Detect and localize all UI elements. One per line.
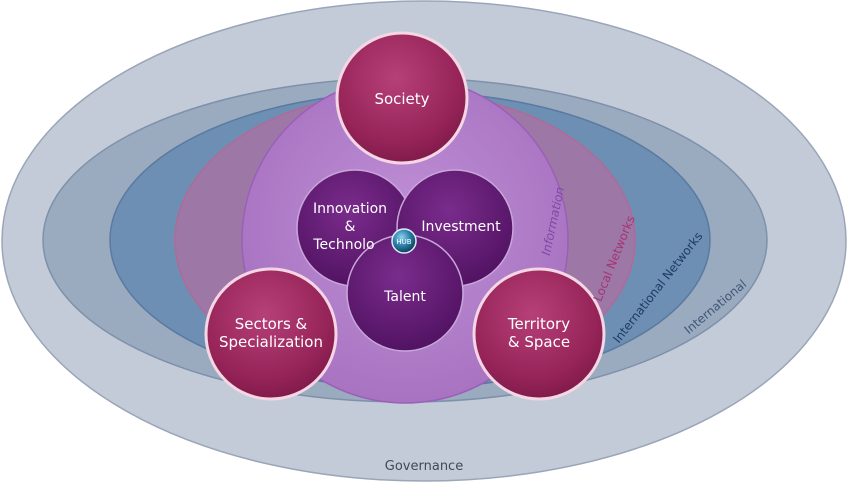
sectors-circle bbox=[204, 267, 338, 401]
sectors-label-1: Sectors & bbox=[235, 315, 308, 333]
territory-label-1: Territory bbox=[507, 315, 570, 333]
territory-circle bbox=[472, 267, 606, 401]
innovation-label-3: Technolo bbox=[312, 237, 374, 253]
hub-circle bbox=[391, 228, 417, 254]
society-label: Society bbox=[374, 90, 429, 108]
hub-label: HUB bbox=[396, 238, 411, 246]
governance-label: Governance bbox=[385, 459, 463, 474]
investment-label: Investment bbox=[421, 219, 501, 235]
innovation-label-2: & bbox=[345, 219, 356, 235]
sectors-label-2: Specialization bbox=[219, 333, 323, 351]
society-circle bbox=[335, 31, 469, 165]
innovation-label-1: Innovation bbox=[313, 201, 387, 217]
territory-label-2: & Space bbox=[508, 333, 570, 351]
talent-label: Talent bbox=[383, 289, 426, 305]
